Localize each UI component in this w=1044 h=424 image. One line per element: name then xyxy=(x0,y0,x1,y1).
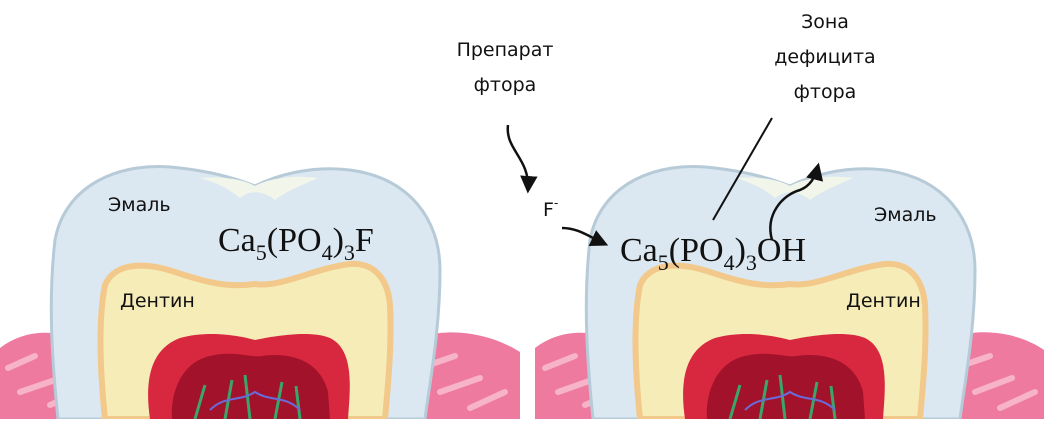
deficit-zone-label: Зона дефицита фтора xyxy=(765,5,885,110)
right-enamel-label: Эмаль xyxy=(874,204,937,226)
left-dentin-label: Дентин xyxy=(120,290,195,312)
right-tooth xyxy=(535,167,1044,419)
left-tooth xyxy=(0,167,520,419)
right-formula: Ca5(PO4)3OH xyxy=(620,232,806,270)
fluoride-ion-label: F- xyxy=(543,199,558,221)
left-formula: Ca5(PO4)3F xyxy=(218,222,374,260)
left-enamel-label: Эмаль xyxy=(108,194,171,216)
fluoride-prep-label: Препарат фтора xyxy=(440,33,570,103)
right-dentin-label: Дентин xyxy=(846,290,921,312)
arrow-prep-to-ion xyxy=(508,125,528,190)
